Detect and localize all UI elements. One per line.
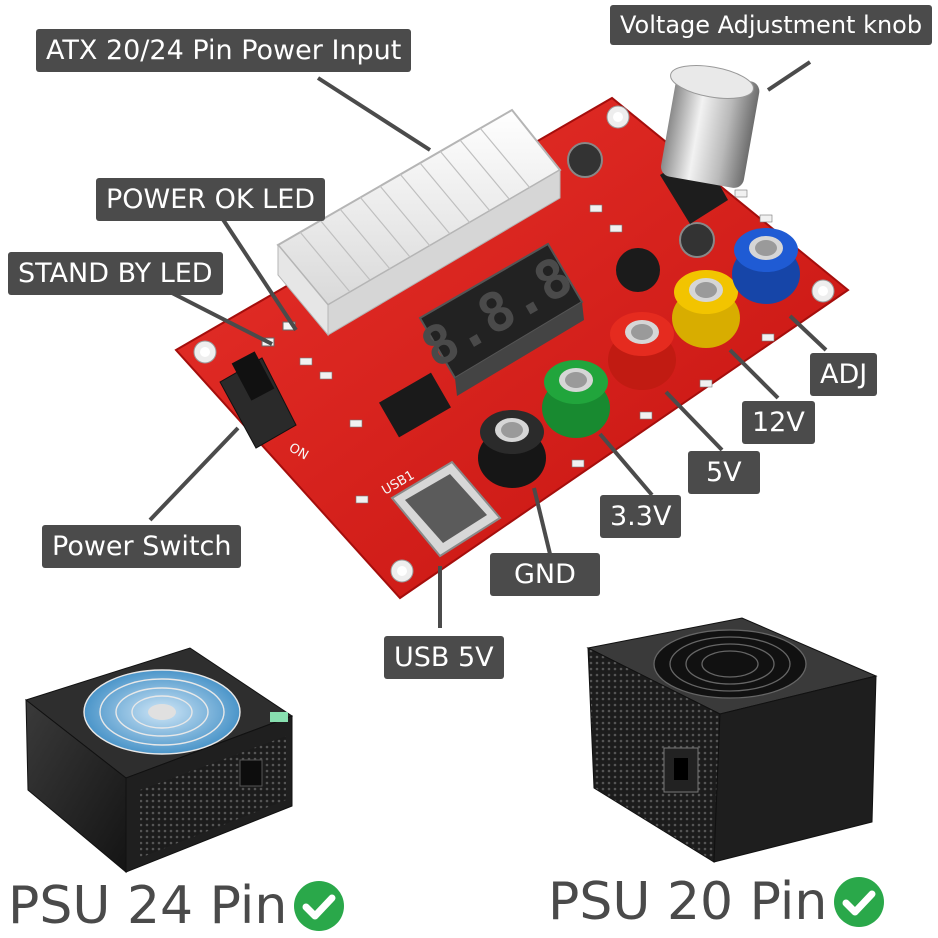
label-standby-led: STAND BY LED [8, 252, 223, 295]
label-usb-5v: USB 5V [384, 636, 504, 679]
label-12v: 12V [742, 401, 815, 444]
psu-24pin-image [24, 647, 294, 874]
caption-psu-20pin-text: PSU 20 Pin [548, 872, 828, 932]
binding-post-gnd[interactable] [478, 410, 546, 488]
usb-port[interactable]: USB1 [380, 460, 502, 558]
check-circle-icon [294, 881, 345, 931]
label-3v3: 3.3V [600, 495, 682, 538]
label-voltage-knob: Voltage Adjustment knob [610, 5, 933, 45]
atx-connector [276, 108, 562, 337]
psu-20pin-image [586, 617, 878, 863]
voltage-knob[interactable] [659, 60, 760, 224]
caption-psu-24pin: PSU 24 Pin [8, 880, 345, 932]
check-circle-icon [834, 877, 885, 927]
label-gnd: GND [490, 553, 600, 596]
binding-post-adj[interactable] [732, 228, 800, 304]
binding-post-3v3[interactable] [542, 360, 610, 438]
caption-psu-24pin-text: PSU 24 Pin [8, 876, 288, 936]
label-adj: ADJ [810, 353, 878, 396]
label-power-ok-led: POWER OK LED [96, 178, 326, 221]
label-5v: 5V [688, 451, 760, 494]
mounting-holes [193, 105, 835, 583]
label-atx-input: ATX 20/24 Pin Power Input [36, 29, 412, 72]
binding-post-5v[interactable] [608, 312, 676, 390]
binding-post-12v[interactable] [672, 270, 740, 348]
leader-lines [148, 60, 828, 628]
caption-psu-20pin: PSU 20 Pin [548, 876, 885, 928]
label-power-switch: Power Switch [42, 525, 242, 568]
